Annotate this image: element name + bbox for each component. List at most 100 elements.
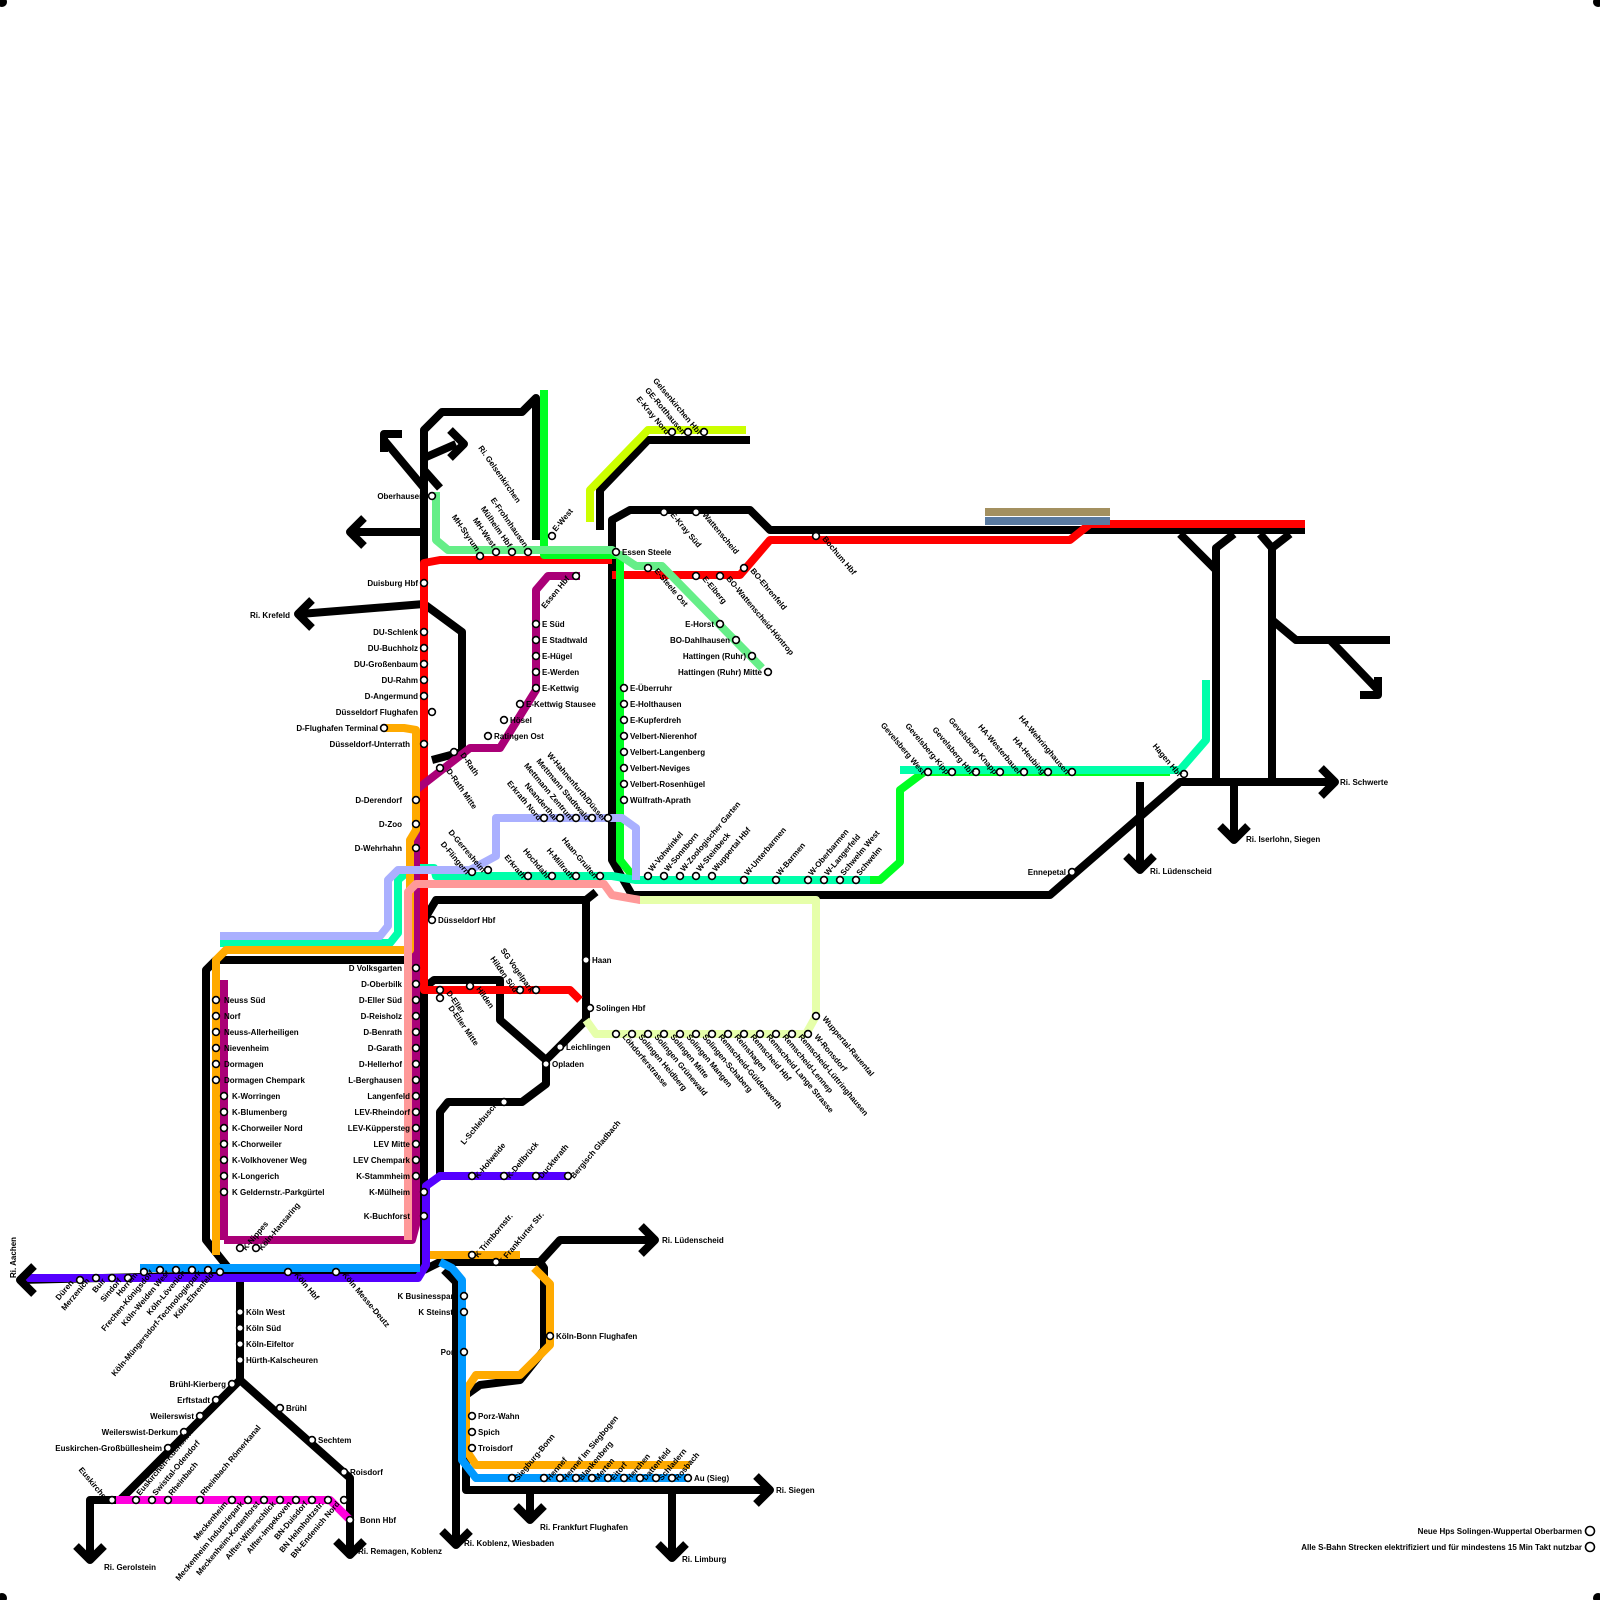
station-dot-euskirchen-kuchenheim[interactable]: [131, 1495, 141, 1505]
station-dot-d-eller-mitte[interactable]: [435, 993, 445, 1003]
station-dot-k-ln-l-venich[interactable]: [187, 1265, 197, 1275]
station-dot-ha-westerbauer[interactable]: [1019, 767, 1029, 777]
station-dot-bo-wattenscheid-h-ntrop[interactable]: [715, 571, 725, 581]
station-dot-ha-wehringhausen[interactable]: [1067, 767, 1077, 777]
station-dot-neuss-allerheiligen[interactable]: [211, 1027, 221, 1037]
station-dot-remscheid-g-ldenwerth[interactable]: [707, 1029, 717, 1039]
station-dot-k-stammheim[interactable]: [411, 1171, 421, 1181]
station-dot-d-volksgarten[interactable]: [411, 963, 421, 973]
station-dot-solingen-heidberg[interactable]: [627, 1029, 637, 1039]
station-dot-weilerswist[interactable]: [195, 1411, 205, 1421]
station-dot-swisttal-odendorf[interactable]: [147, 1495, 157, 1505]
station-dot-hagen-hbf[interactable]: [1179, 769, 1189, 779]
station-dot-solingen-schaberg[interactable]: [691, 1029, 701, 1039]
station-dot-alfter-witterschlick[interactable]: [275, 1495, 285, 1505]
station-dot-k-trimbornstr[interactable]: [467, 1250, 477, 1260]
station-dot-sg-vogelpark[interactable]: [531, 985, 541, 995]
station-dot-e-kettwig[interactable]: [531, 683, 541, 693]
station-dot-d-eller[interactable]: [435, 985, 445, 995]
station-dot-d-rath-mitte[interactable]: [435, 763, 445, 773]
station-dot-e-kray-nord[interactable]: [667, 427, 677, 437]
station-dot-alfter-impekoven[interactable]: [291, 1495, 301, 1505]
station-dot-meckenheim-industriepark[interactable]: [243, 1495, 253, 1505]
station-dot-d-gerresheim[interactable]: [483, 865, 493, 875]
station-dot-d-sseldorf-flughafen[interactable]: [427, 707, 437, 717]
station-dot-d-sseldorf-unterrath[interactable]: [419, 739, 429, 749]
station-dot-hattingen-ruhr-mitte[interactable]: [763, 667, 773, 677]
station-dot-w-ronsdorf[interactable]: [803, 1029, 813, 1039]
station-dot-w-unterbarmen[interactable]: [739, 875, 749, 885]
station-dot-essen-steele[interactable]: [611, 547, 621, 557]
station-dot-k-ln-eifeltor[interactable]: [235, 1339, 245, 1349]
station-dot-e-stadtwald[interactable]: [531, 635, 541, 645]
station-dot-d-angermund[interactable]: [419, 691, 429, 701]
station-dot-h-sel[interactable]: [499, 715, 509, 725]
station-dot-k-ln-hbf[interactable]: [283, 1267, 293, 1277]
station-dot-rosbach[interactable]: [667, 1473, 677, 1483]
station-dot-k-geldernstr-parkg-rtel[interactable]: [219, 1187, 229, 1197]
station-dot-e-horst[interactable]: [715, 619, 725, 629]
station-dot-merzenich[interactable]: [91, 1273, 101, 1283]
station-dot-dormagen-chempark[interactable]: [211, 1075, 221, 1085]
station-dot-ha-heubing[interactable]: [1043, 767, 1053, 777]
station-dot-k-frankfurter-str[interactable]: [491, 1257, 501, 1267]
station-dot-schwelm[interactable]: [851, 875, 861, 885]
station-dot-du-schlenk[interactable]: [419, 627, 429, 637]
station-dot-gevelsberg-west[interactable]: [923, 767, 933, 777]
station-dot-erftstadt[interactable]: [211, 1395, 221, 1405]
station-dot-l-berghausen[interactable]: [411, 1075, 421, 1085]
station-dot-e-kupferdreh[interactable]: [619, 715, 629, 725]
station-dot-k-ln-weiden-west[interactable]: [171, 1265, 181, 1275]
station-dot-erkrath[interactable]: [523, 871, 533, 881]
station-dot-opladen[interactable]: [541, 1059, 551, 1069]
station-dot-wuppertal-rauental[interactable]: [811, 1011, 821, 1021]
station-dot-neuss-s-d[interactable]: [211, 995, 221, 1005]
station-dot-neanderthal[interactable]: [555, 813, 565, 823]
station-dot-k-ln-m-ngersdorf-technologiepark[interactable]: [203, 1265, 213, 1275]
station-dot-w-langerfeld[interactable]: [819, 875, 829, 885]
station-dot-d-rath[interactable]: [449, 747, 459, 757]
station-dot-k-ln-bonn-flughafen[interactable]: [545, 1331, 555, 1341]
station-dot-w-sonnborn[interactable]: [659, 871, 669, 881]
station-dot-e-s-d[interactable]: [531, 619, 541, 629]
station-dot-haan[interactable]: [581, 955, 591, 965]
station-dot-e-frohnhausen[interactable]: [523, 547, 533, 557]
station-dot-bo-dahlhausen[interactable]: [731, 635, 741, 645]
station-dot-bergisch-gladbach[interactable]: [563, 1171, 573, 1181]
station-dot-d-garath[interactable]: [411, 1043, 421, 1053]
station-dot-d-reisholz[interactable]: [411, 1011, 421, 1021]
station-dot-rheinbach-r-merkanal[interactable]: [195, 1495, 205, 1505]
station-dot-meckenheim-kottenforst[interactable]: [259, 1495, 269, 1505]
station-dot-k-ln-ehrenfeld[interactable]: [215, 1267, 225, 1277]
station-dot-k-worringen[interactable]: [219, 1091, 229, 1101]
station-dot-d-derendorf[interactable]: [411, 795, 421, 805]
station-dot-ennepetal[interactable]: [1067, 867, 1077, 877]
station-dot-gevelsberg-kipp[interactable]: [947, 767, 957, 777]
station-dot-l-hdorferstrasse[interactable]: [611, 1029, 621, 1039]
station-dot-remscheid-l-ttringhausen[interactable]: [787, 1029, 797, 1039]
station-dot-d-zoo[interactable]: [411, 819, 421, 829]
station-dot-hochdahl[interactable]: [547, 871, 557, 881]
station-dot-k-m-lheim[interactable]: [419, 1187, 429, 1197]
station-dot-br-hl-kierberg[interactable]: [227, 1379, 237, 1389]
station-dot-oberhausen[interactable]: [427, 491, 437, 501]
station-dot-hilden[interactable]: [465, 981, 475, 991]
station-dot-weilerswist-derkum[interactable]: [179, 1427, 189, 1437]
station-dot-mh-styrum[interactable]: [475, 551, 485, 561]
station-dot-ratingen-ost[interactable]: [483, 731, 493, 741]
station-dot-k-ln-s-d[interactable]: [235, 1323, 245, 1333]
station-dot-euskirchen[interactable]: [107, 1495, 117, 1505]
station-dot-e-eiberg[interactable]: [691, 571, 701, 581]
station-dot-mettmann-stadtwald[interactable]: [587, 813, 597, 823]
station-dot-k-ln-hansaring[interactable]: [251, 1243, 261, 1253]
station-dot-h-millrath[interactable]: [571, 871, 581, 881]
station-dot-hennef[interactable]: [539, 1473, 549, 1483]
station-dot-l-schlebusch[interactable]: [499, 1097, 509, 1107]
station-dot-duisburg-hbf[interactable]: [419, 578, 429, 588]
station-dot-bonn-hbf[interactable]: [345, 1515, 355, 1525]
station-dot-remscheid-lennep[interactable]: [771, 1029, 781, 1039]
station-dot-bn-helmholtzstr[interactable]: [323, 1495, 333, 1505]
station-dot-horrem[interactable]: [139, 1267, 149, 1277]
station-dot-gevelsberg-knapp[interactable]: [995, 767, 1005, 777]
station-dot-herchen[interactable]: [619, 1473, 629, 1483]
